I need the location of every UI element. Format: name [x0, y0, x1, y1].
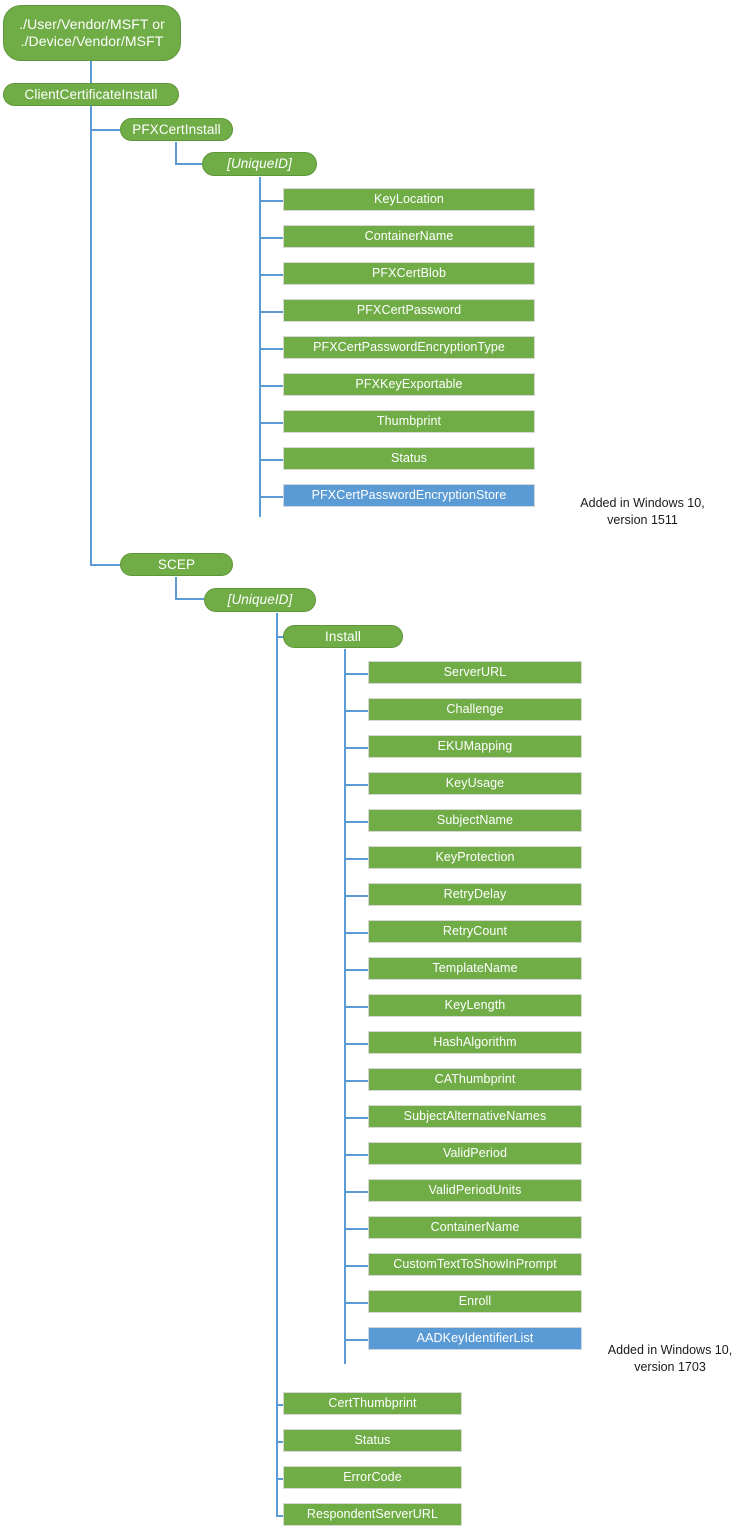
connector-install-row-18: [344, 1339, 368, 1341]
node-install-customtexttoshowinprompt[interactable]: CustomTextToShowInPrompt: [368, 1253, 582, 1276]
node-pfx-thumbprint[interactable]: Thumbprint: [283, 410, 535, 433]
node-pfx-uniqueid[interactable]: [UniqueID]: [202, 152, 317, 176]
connector-scep-row-2: [276, 1478, 283, 1480]
connector-install-row-12: [344, 1117, 368, 1119]
connector-install-row-13: [344, 1154, 368, 1156]
connector-scep-row-1: [276, 1441, 283, 1443]
node-pfx-status[interactable]: Status: [283, 447, 535, 470]
node-install-aadkeyidentifierlist[interactable]: AADKeyIdentifierList: [368, 1327, 582, 1350]
connector-install-row-17: [344, 1302, 368, 1304]
connector-install-row-11: [344, 1080, 368, 1082]
note-pfx-added-in: Added in Windows 10, version 1511: [580, 496, 705, 527]
connector-scep-to-uniqueid: [175, 598, 204, 600]
node-install-templatename[interactable]: TemplateName: [368, 957, 582, 980]
connector-scep-row-3: [276, 1515, 283, 1517]
node-install-hashalgorithm[interactable]: HashAlgorithm: [368, 1031, 582, 1054]
connector-root-to-clientcertificateinstall: [90, 60, 92, 83]
connector-install-row-10: [344, 1043, 368, 1045]
connector-pfx-uniqueid-spine: [259, 177, 261, 517]
connector-install-row-15: [344, 1228, 368, 1230]
node-install-retrycount[interactable]: RetryCount: [368, 920, 582, 943]
node-install-retrydelay[interactable]: RetryDelay: [368, 883, 582, 906]
node-install-validperiodunits[interactable]: ValidPeriodUnits: [368, 1179, 582, 1202]
node-install-cathumbprint[interactable]: CAThumbprint: [368, 1068, 582, 1091]
connector-pfx-row-0: [259, 200, 283, 202]
node-install[interactable]: Install: [283, 625, 403, 648]
note-aad-added-in: Added in Windows 10, version 1703: [607, 1343, 733, 1374]
node-pfx-keylocation[interactable]: KeyLocation: [283, 188, 535, 211]
connector-install-row-6: [344, 895, 368, 897]
node-install-validperiod[interactable]: ValidPeriod: [368, 1142, 582, 1165]
connector-pfx-row-4: [259, 348, 283, 350]
connector-pfx-row-7: [259, 459, 283, 461]
connector-pfx-row-5: [259, 385, 283, 387]
node-pfx-pfxcertblob[interactable]: PFXCertBlob: [283, 262, 535, 285]
node-scep-status[interactable]: Status: [283, 1429, 462, 1452]
connector-install-row-5: [344, 858, 368, 860]
node-scep-certthumbprint[interactable]: CertThumbprint: [283, 1392, 462, 1415]
connector-to-pfxcertinstall: [90, 129, 122, 131]
node-scep-respondentserverurl[interactable]: RespondentServerURL: [283, 1503, 462, 1526]
node-install-serverurl[interactable]: ServerURL: [368, 661, 582, 684]
node-install-ekumapping[interactable]: EKUMapping: [368, 735, 582, 758]
connector-install-row-14: [344, 1191, 368, 1193]
node-root[interactable]: ./User/Vendor/MSFT or ./Device/Vendor/MS…: [3, 5, 181, 61]
connector-install-row-16: [344, 1265, 368, 1267]
connector-clientcertificateinstall-spine: [90, 105, 92, 565]
connector-install-row-1: [344, 710, 368, 712]
node-pfx-pfxcertpasswordencryptionstore[interactable]: PFXCertPasswordEncryptionStore: [283, 484, 535, 507]
node-install-subjectname[interactable]: SubjectName: [368, 809, 582, 832]
connector-pfx-row-1: [259, 237, 283, 239]
node-pfx-pfxkeyexportable[interactable]: PFXKeyExportable: [283, 373, 535, 396]
node-scep[interactable]: SCEP: [120, 553, 233, 576]
node-install-containername[interactable]: ContainerName: [368, 1216, 582, 1239]
node-pfx-pfxcertpasswordencryptiontype[interactable]: PFXCertPasswordEncryptionType: [283, 336, 535, 359]
node-scep-errorcode[interactable]: ErrorCode: [283, 1466, 462, 1489]
connector-install-row-0: [344, 673, 368, 675]
node-install-keylength[interactable]: KeyLength: [368, 994, 582, 1017]
connector-pfx-row-8: [259, 496, 283, 498]
node-install-challenge[interactable]: Challenge: [368, 698, 582, 721]
node-clientcertificateinstall[interactable]: ClientCertificateInstall: [3, 83, 179, 106]
node-pfxcertinstall[interactable]: PFXCertInstall: [120, 118, 233, 141]
connector-to-scep: [90, 564, 122, 566]
connector-pfx-row-2: [259, 274, 283, 276]
connector-scep-down: [175, 577, 177, 599]
connector-scep-row-0: [276, 1404, 283, 1406]
connector-pfx-row-3: [259, 311, 283, 313]
node-scep-uniqueid[interactable]: [UniqueID]: [204, 588, 316, 612]
connector-pfxcertinstall-to-uniqueid: [175, 163, 202, 165]
node-pfx-containername[interactable]: ContainerName: [283, 225, 535, 248]
connector-pfxcertinstall-down: [175, 142, 177, 164]
connector-scep-uniqueid-spine: [276, 613, 278, 1516]
connector-pfx-row-6: [259, 422, 283, 424]
node-pfx-pfxcertpassword[interactable]: PFXCertPassword: [283, 299, 535, 322]
connector-install-row-8: [344, 969, 368, 971]
connector-install-row-3: [344, 784, 368, 786]
connector-install-row-7: [344, 932, 368, 934]
connector-install-row-9: [344, 1006, 368, 1008]
node-install-enroll[interactable]: Enroll: [368, 1290, 582, 1313]
connector-install-row-4: [344, 821, 368, 823]
node-install-keyusage[interactable]: KeyUsage: [368, 772, 582, 795]
node-install-subjectalternativenames[interactable]: SubjectAlternativeNames: [368, 1105, 582, 1128]
connector-install-row-2: [344, 747, 368, 749]
node-install-keyprotection[interactable]: KeyProtection: [368, 846, 582, 869]
